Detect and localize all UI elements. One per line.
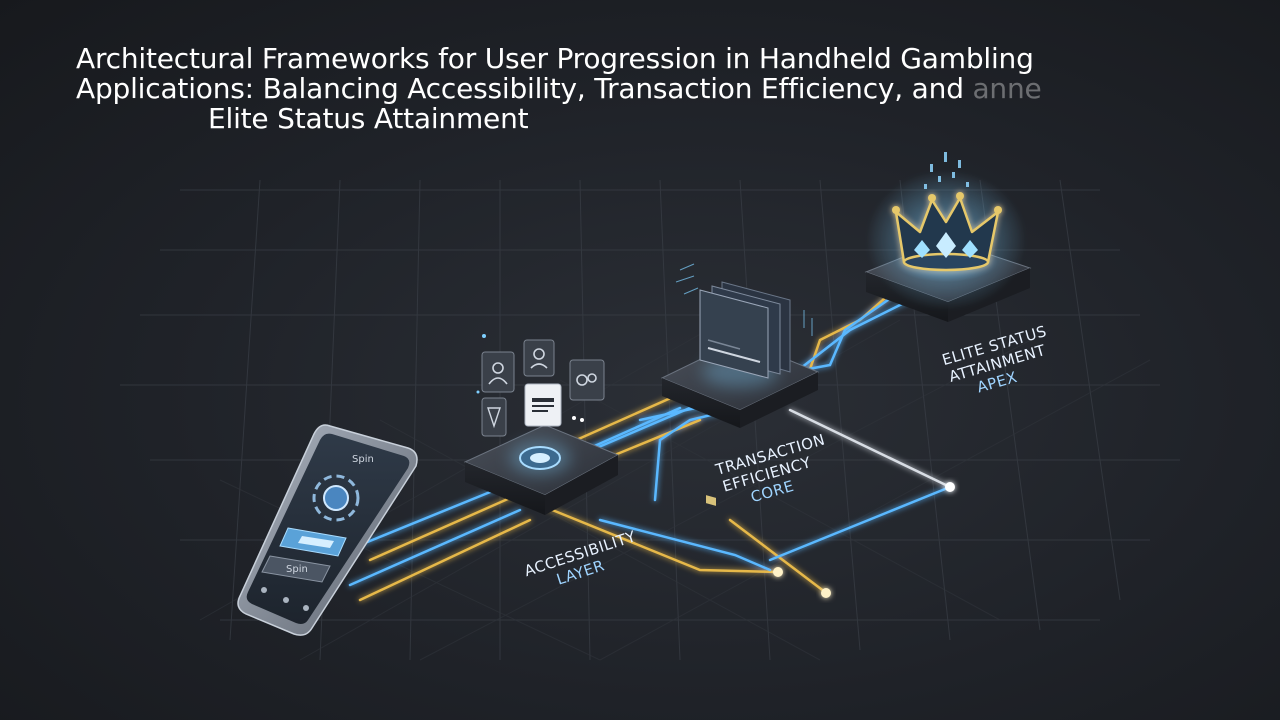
phone-spin-button[interactable]: Spin — [261, 555, 331, 583]
title-line-2: Applications: Balancing Accessibility, T… — [76, 74, 1196, 104]
endpoint-dot-2 — [773, 567, 783, 577]
node-dots — [773, 482, 955, 598]
label-transaction-core: TRANSACTION EFFICIENCY CORE — [713, 430, 827, 506]
phone-progress-bar — [279, 527, 347, 557]
gold-connector-4 — [538, 503, 780, 574]
crown-icon — [866, 170, 1026, 310]
floating-icons — [476, 334, 605, 437]
blue-connector-2 — [348, 508, 522, 587]
credit-card-icon — [699, 281, 791, 506]
elite-platform — [864, 152, 1032, 322]
blue-connector-7 — [598, 518, 772, 572]
transaction-platform — [660, 263, 820, 506]
label-elite-apex: ELITE STATUS ATTAINMENT APEX — [940, 322, 1049, 396]
page-title: Architectural Frameworks for User Progre… — [76, 44, 1196, 134]
white-connector-1 — [788, 408, 952, 489]
connection-lines — [348, 283, 952, 602]
shield-icon — [481, 397, 507, 437]
chat-icon — [569, 359, 605, 401]
title-line-1: Architectural Frameworks for User Progre… — [76, 42, 1034, 75]
gold-connector-2 — [358, 518, 532, 602]
chip-icon — [519, 446, 561, 470]
accessibility-platform — [463, 424, 620, 515]
phone-dial[interactable] — [312, 474, 360, 522]
blue-connector-6 — [768, 485, 952, 562]
title-line-2-faded: anne — [972, 72, 1042, 105]
phone-nav-icons — [261, 587, 309, 611]
title-line-3: Elite Status Attainment — [208, 102, 529, 135]
endpoint-dot-3 — [821, 588, 831, 598]
card-icon — [524, 383, 562, 427]
user-icon — [481, 351, 515, 393]
endpoint-dot-1 — [945, 482, 955, 492]
label-accessibility-layer: ACCESSIBILITY LAYER — [522, 527, 638, 589]
phone-spin-label: Spin — [286, 564, 308, 575]
title-line-2-text: Applications: Balancing Accessibility, T… — [76, 72, 964, 105]
avatar-icon — [523, 339, 555, 377]
smartphone: Spin Spin — [237, 424, 418, 636]
phone-header-text: Spin — [352, 454, 374, 465]
